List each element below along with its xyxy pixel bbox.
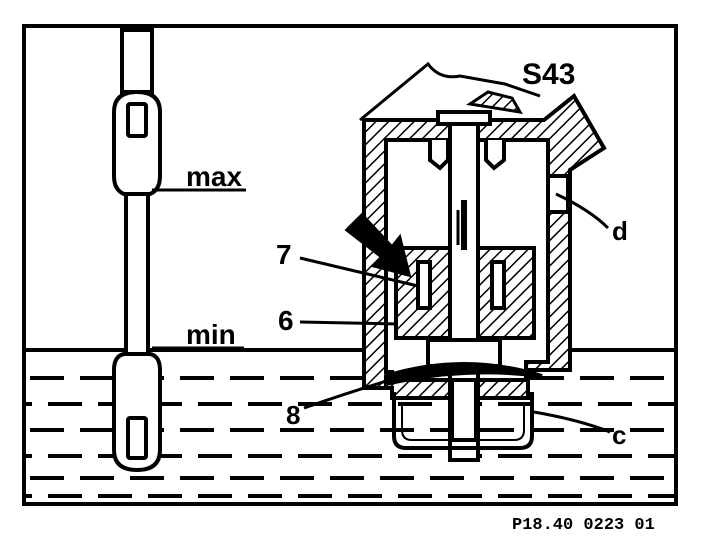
figure-code: P18.40 0223 01	[512, 516, 655, 535]
label-max: max	[186, 161, 242, 192]
tool-s43	[359, 61, 541, 122]
label-part-7: 7	[276, 239, 292, 270]
label-part-8: 8	[286, 400, 300, 430]
arrow-icon	[344, 212, 412, 278]
label-d: d	[612, 216, 628, 246]
label-c: c	[612, 420, 626, 450]
dipstick	[112, 28, 162, 473]
leader-lines	[299, 192, 611, 434]
label-min: min	[186, 319, 236, 350]
bottom-cup	[392, 392, 534, 450]
coil-block-right	[476, 246, 536, 340]
label-tool-s43: S43	[522, 58, 575, 91]
float	[384, 338, 543, 442]
label-part-6: 6	[278, 305, 294, 336]
